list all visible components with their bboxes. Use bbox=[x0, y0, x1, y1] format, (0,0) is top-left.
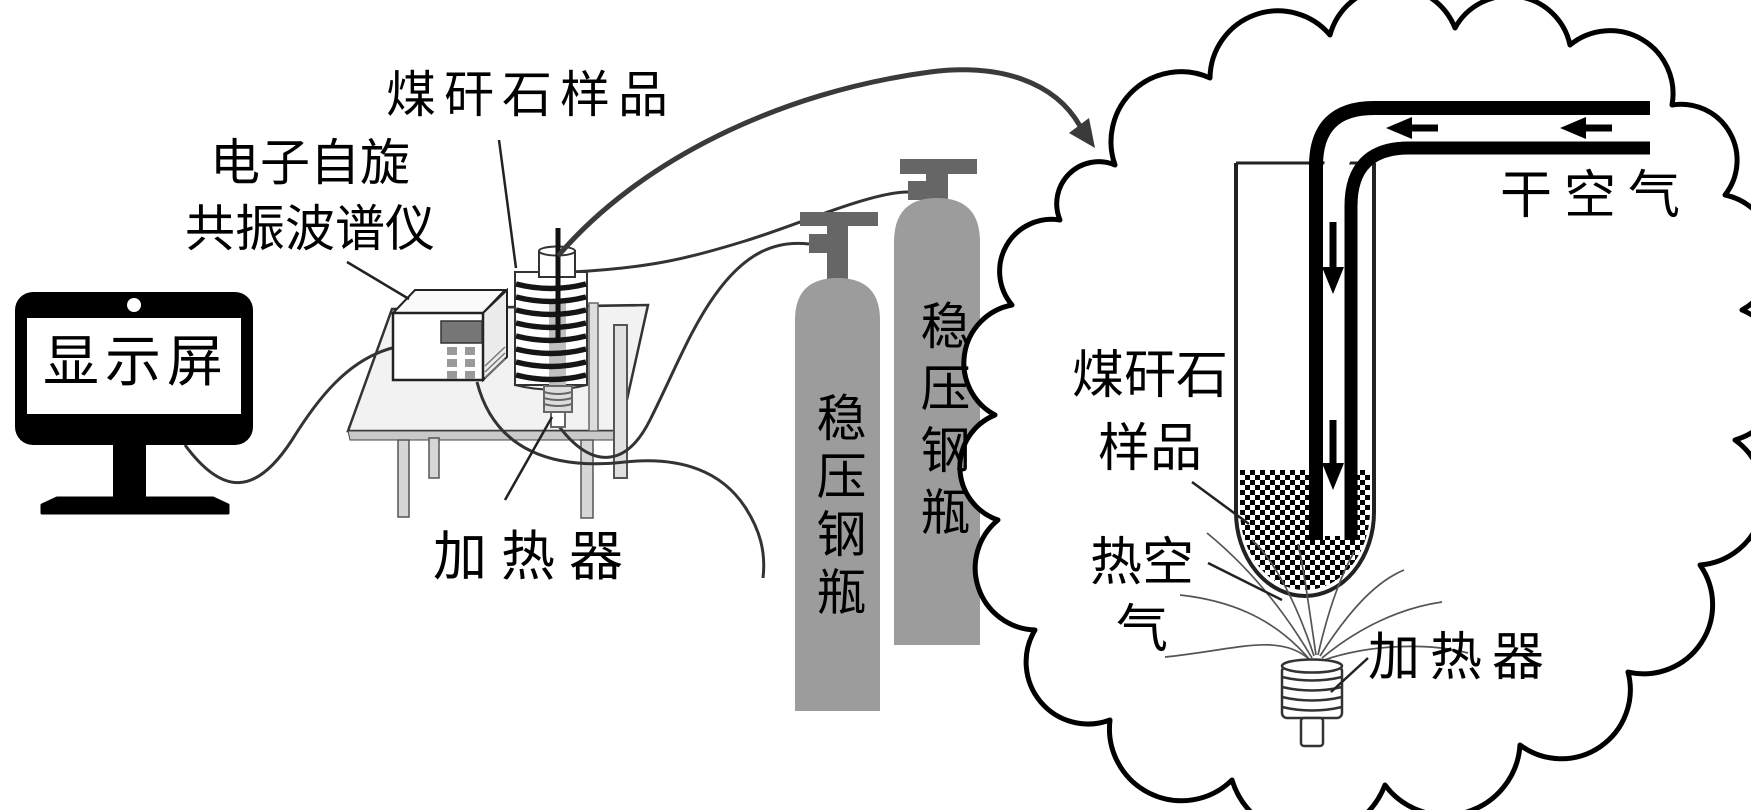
spectrometer-leader bbox=[346, 260, 410, 301]
cloud-heater-nozzle bbox=[1299, 716, 1325, 748]
gas-tube-right-cylinder bbox=[571, 190, 909, 274]
hot-air-leader bbox=[1207, 561, 1283, 602]
spectrometer-keypad bbox=[447, 347, 475, 379]
monitor-screen bbox=[27, 318, 241, 414]
resonator-coil bbox=[514, 228, 599, 432]
gas-cylinder-left bbox=[795, 212, 880, 711]
cloud-heater bbox=[1280, 658, 1344, 748]
flow-arrows bbox=[1322, 117, 1612, 490]
magnify-arrow bbox=[556, 67, 1095, 258]
monitor-cable bbox=[183, 346, 393, 484]
spectrometer-display bbox=[440, 320, 483, 344]
spectrometer-unit bbox=[390, 287, 508, 383]
sample-leader bbox=[497, 139, 518, 269]
cloud-sample-leader bbox=[1191, 480, 1250, 526]
cables-and-tubes bbox=[183, 190, 909, 579]
table-heater-leader bbox=[503, 416, 554, 501]
table-leg bbox=[397, 439, 410, 518]
camera-icon bbox=[127, 298, 141, 312]
hot-air-streams bbox=[1164, 532, 1469, 661]
leader-lines bbox=[346, 139, 554, 501]
table-leg bbox=[428, 437, 440, 479]
table-leg bbox=[580, 439, 594, 519]
cloud-heater-leader bbox=[1330, 657, 1369, 693]
coil-heater bbox=[543, 385, 573, 428]
gas-tube-left-cylinder bbox=[556, 241, 810, 459]
cloud-inset bbox=[957, 0, 1751, 810]
stand-rod bbox=[613, 324, 628, 479]
gas-cylinder-right bbox=[894, 159, 980, 645]
spectrometer-cable bbox=[475, 381, 766, 579]
monitor bbox=[15, 292, 253, 515]
